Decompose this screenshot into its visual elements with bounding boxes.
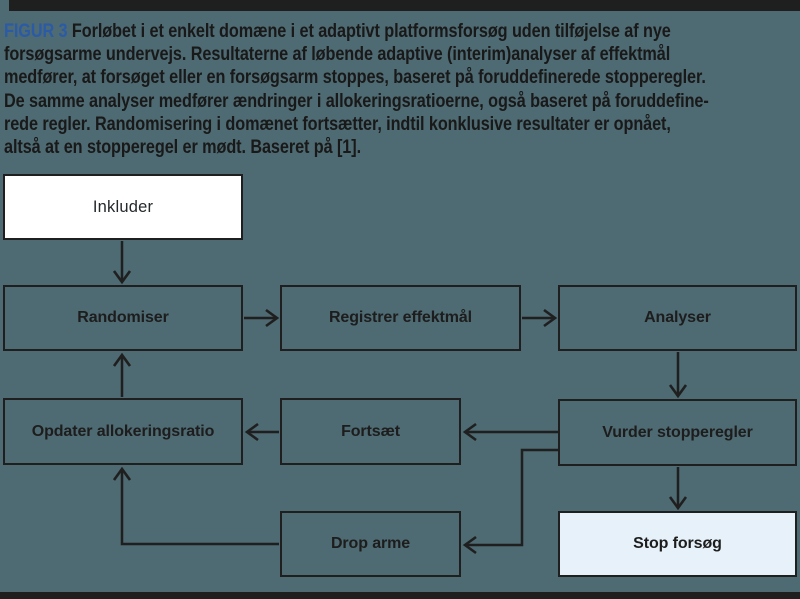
flow-node-opdater-allokeringsratio: Opdater allokeringsratio [3, 398, 243, 465]
figure-caption: FIGUR 3 Forløbet i et enkelt domæne i et… [4, 20, 798, 159]
flow-node-label: Inkluder [92, 197, 154, 216]
flow-node-inkluder: Inkluder [3, 174, 243, 240]
flow-node-label: Analyser [644, 309, 711, 326]
caption-line: FIGUR 3 Forløbet i et enkelt domæne i et… [4, 21, 671, 42]
flow-node-analyser: Analyser [558, 285, 797, 351]
flow-node-label: Opdater allokeringsratio [31, 422, 215, 440]
figure-number-label: FIGUR 3 [4, 21, 72, 42]
flow-node-vurder-stopperegler: Vurder stopperegler [558, 399, 797, 466]
flow-node-registrer-effektmaal: Registrer effektmål [280, 285, 521, 351]
caption-line: forsøgsarme undervejs. Resultaterne af l… [4, 44, 671, 66]
flow-node-randomiser: Randomiser [3, 285, 243, 351]
flow-node-label: Stop forsøg [633, 535, 722, 552]
caption-line: altså at en stopperegel er mødt. Baseret… [4, 137, 362, 159]
top-rule [9, 0, 800, 11]
caption-line: rede regler. Randomisering i domænet for… [4, 113, 671, 135]
edge-vurder-stopperegler-to-drop-arme [462, 448, 558, 555]
caption-line: medfører, at forsøget eller en forsøgsar… [4, 67, 706, 89]
flow-node-label: Vurder stopperegler [602, 423, 753, 441]
caption-line: De samme analyser medfører ændringer i a… [4, 90, 709, 112]
flow-node-fortsaet: Fortsæt [280, 398, 461, 465]
flow-node-label: Registrer effektmål [328, 309, 473, 326]
flow-node-label: Fortsæt [341, 422, 400, 440]
flow-node-drop-arme: Drop arme [280, 511, 461, 577]
flow-node-stop-forsoeg: Stop forsøg [558, 511, 797, 577]
flow-node-label: Randomiser [77, 309, 169, 326]
edge-drop-arme-to-opdater-allokeringsratio [112, 466, 279, 546]
bottom-rule [0, 592, 800, 599]
flow-node-label: Drop arme [330, 535, 411, 552]
